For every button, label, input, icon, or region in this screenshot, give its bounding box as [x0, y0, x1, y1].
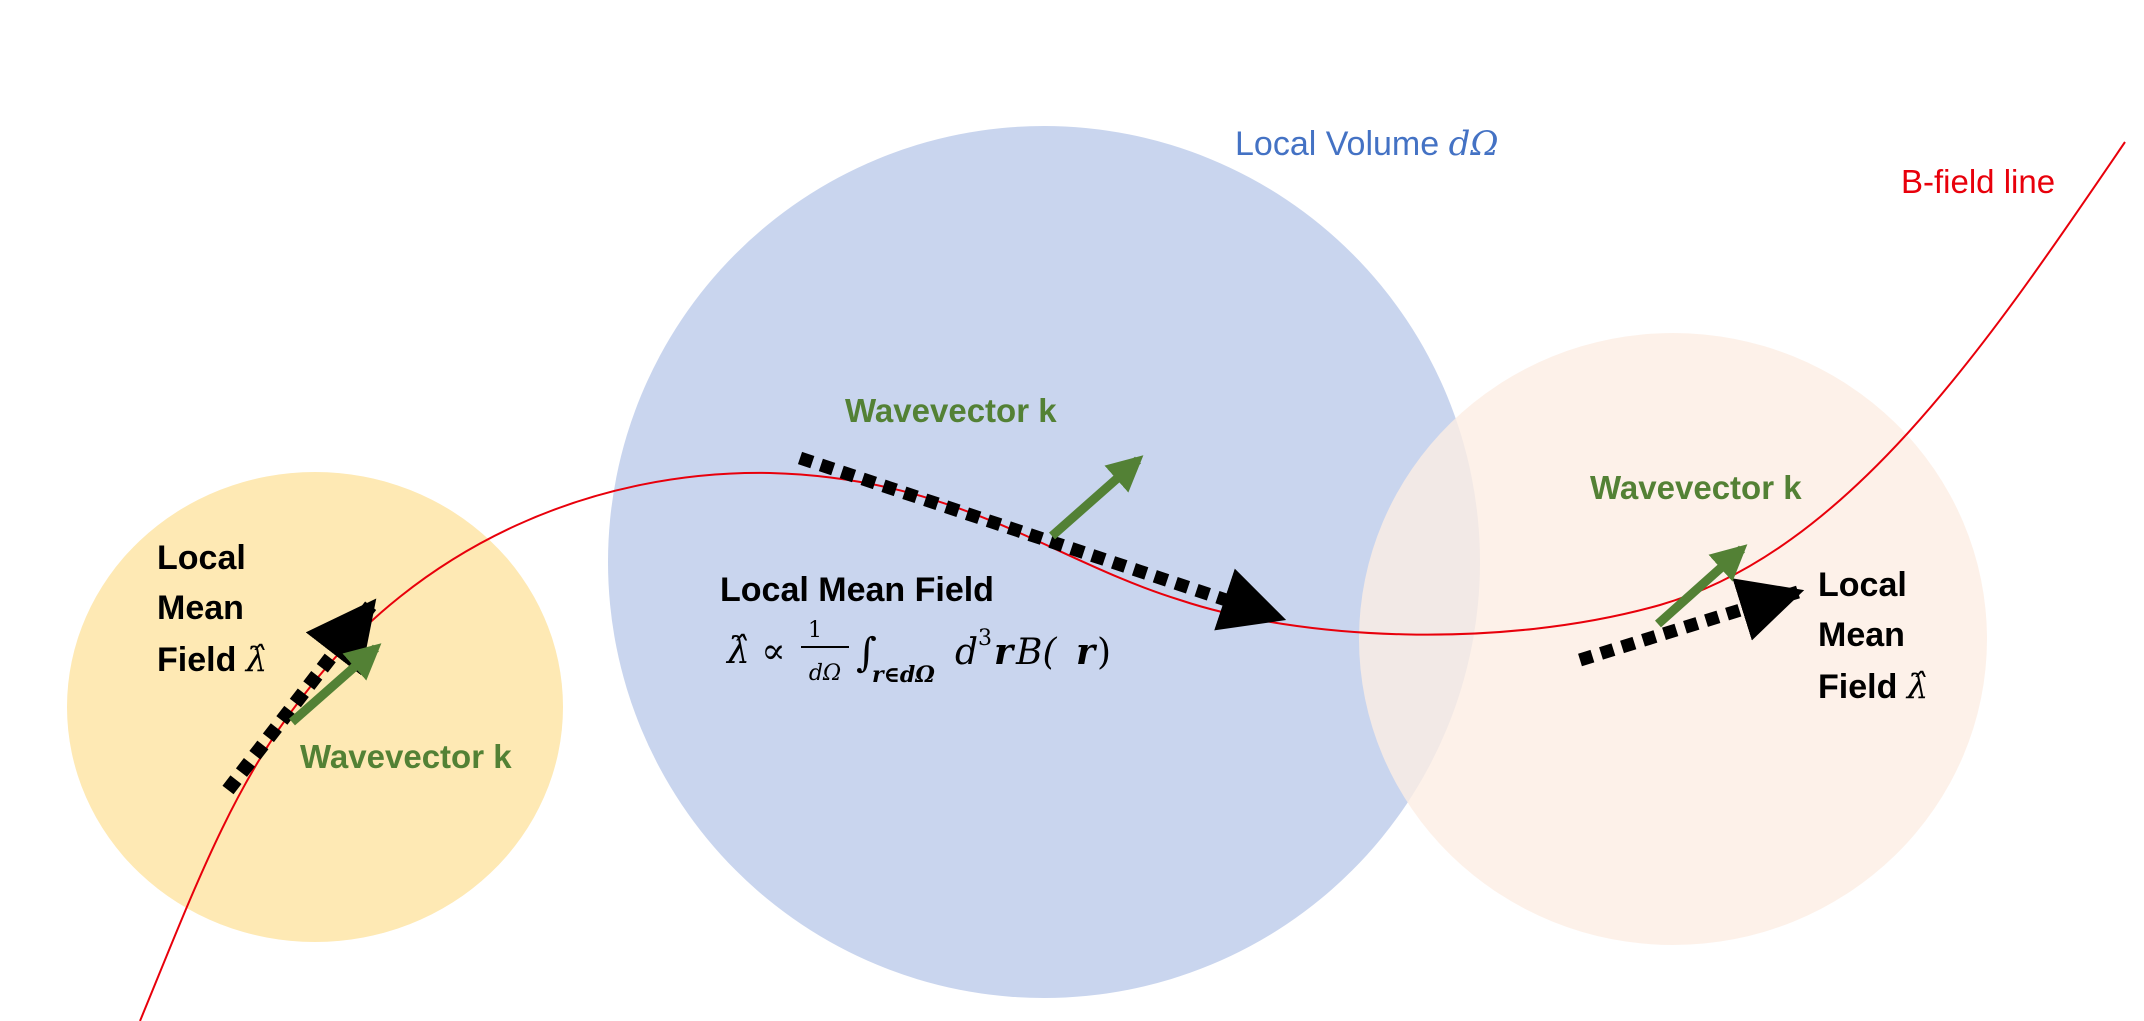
left-wavevector-label: Wavevector k: [300, 738, 512, 775]
left-mean-field-label: Local Mean Field λ̂: [157, 539, 267, 680]
mean-field-formula: λ̂ ∝ 1 dΩ ∫ r∈dΩ d 3 r B( r ): [725, 618, 1111, 688]
svg-text:λ̂ ∝: λ̂ ∝: [725, 631, 786, 672]
right-mean-field-arrow: [1578, 578, 1805, 667]
svg-text:r: r: [994, 631, 1016, 673]
center-volume-circle: [608, 126, 1480, 998]
svg-text:∫: ∫: [856, 630, 877, 676]
svg-text:): ): [1097, 632, 1111, 673]
svg-text:Mean: Mean: [1818, 616, 1905, 654]
center-mean-field-arrow: [797, 451, 1287, 631]
svg-text:1: 1: [808, 618, 822, 643]
right-mean-field-label: Local Mean Field λ̂: [1818, 566, 1928, 707]
local-volume-label: Local Volume dΩ: [1235, 124, 1499, 164]
b-field-line-label: B-field line: [1901, 163, 2055, 200]
svg-text:d: d: [955, 632, 978, 673]
svg-text:Mean: Mean: [157, 589, 244, 627]
svg-text:Field λ̂: Field λ̂: [157, 640, 267, 680]
left-wavevector-arrow: [289, 643, 382, 726]
right-wavevector-label: Wavevector k: [1590, 469, 1802, 506]
center-mean-field-label: Local Mean Field: [720, 571, 994, 609]
svg-text:Field λ̂: Field λ̂: [1818, 667, 1928, 707]
svg-text:Local: Local: [1818, 566, 1907, 604]
right-wavevector-arrow: [1655, 544, 1748, 628]
svg-text:r: r: [1076, 631, 1098, 673]
svg-text:dΩ: dΩ: [809, 661, 841, 686]
svg-text:r∈dΩ: r∈dΩ: [872, 662, 935, 688]
svg-text:B(: B(: [1015, 632, 1057, 673]
center-wavevector-arrow: [1049, 455, 1144, 540]
left-mean-field-arrow: [222, 598, 378, 795]
right-volume-circle: [1359, 333, 1987, 945]
svg-text:3: 3: [978, 626, 992, 651]
svg-text:Local: Local: [157, 539, 246, 577]
center-wavevector-label: Wavevector k: [845, 392, 1057, 429]
